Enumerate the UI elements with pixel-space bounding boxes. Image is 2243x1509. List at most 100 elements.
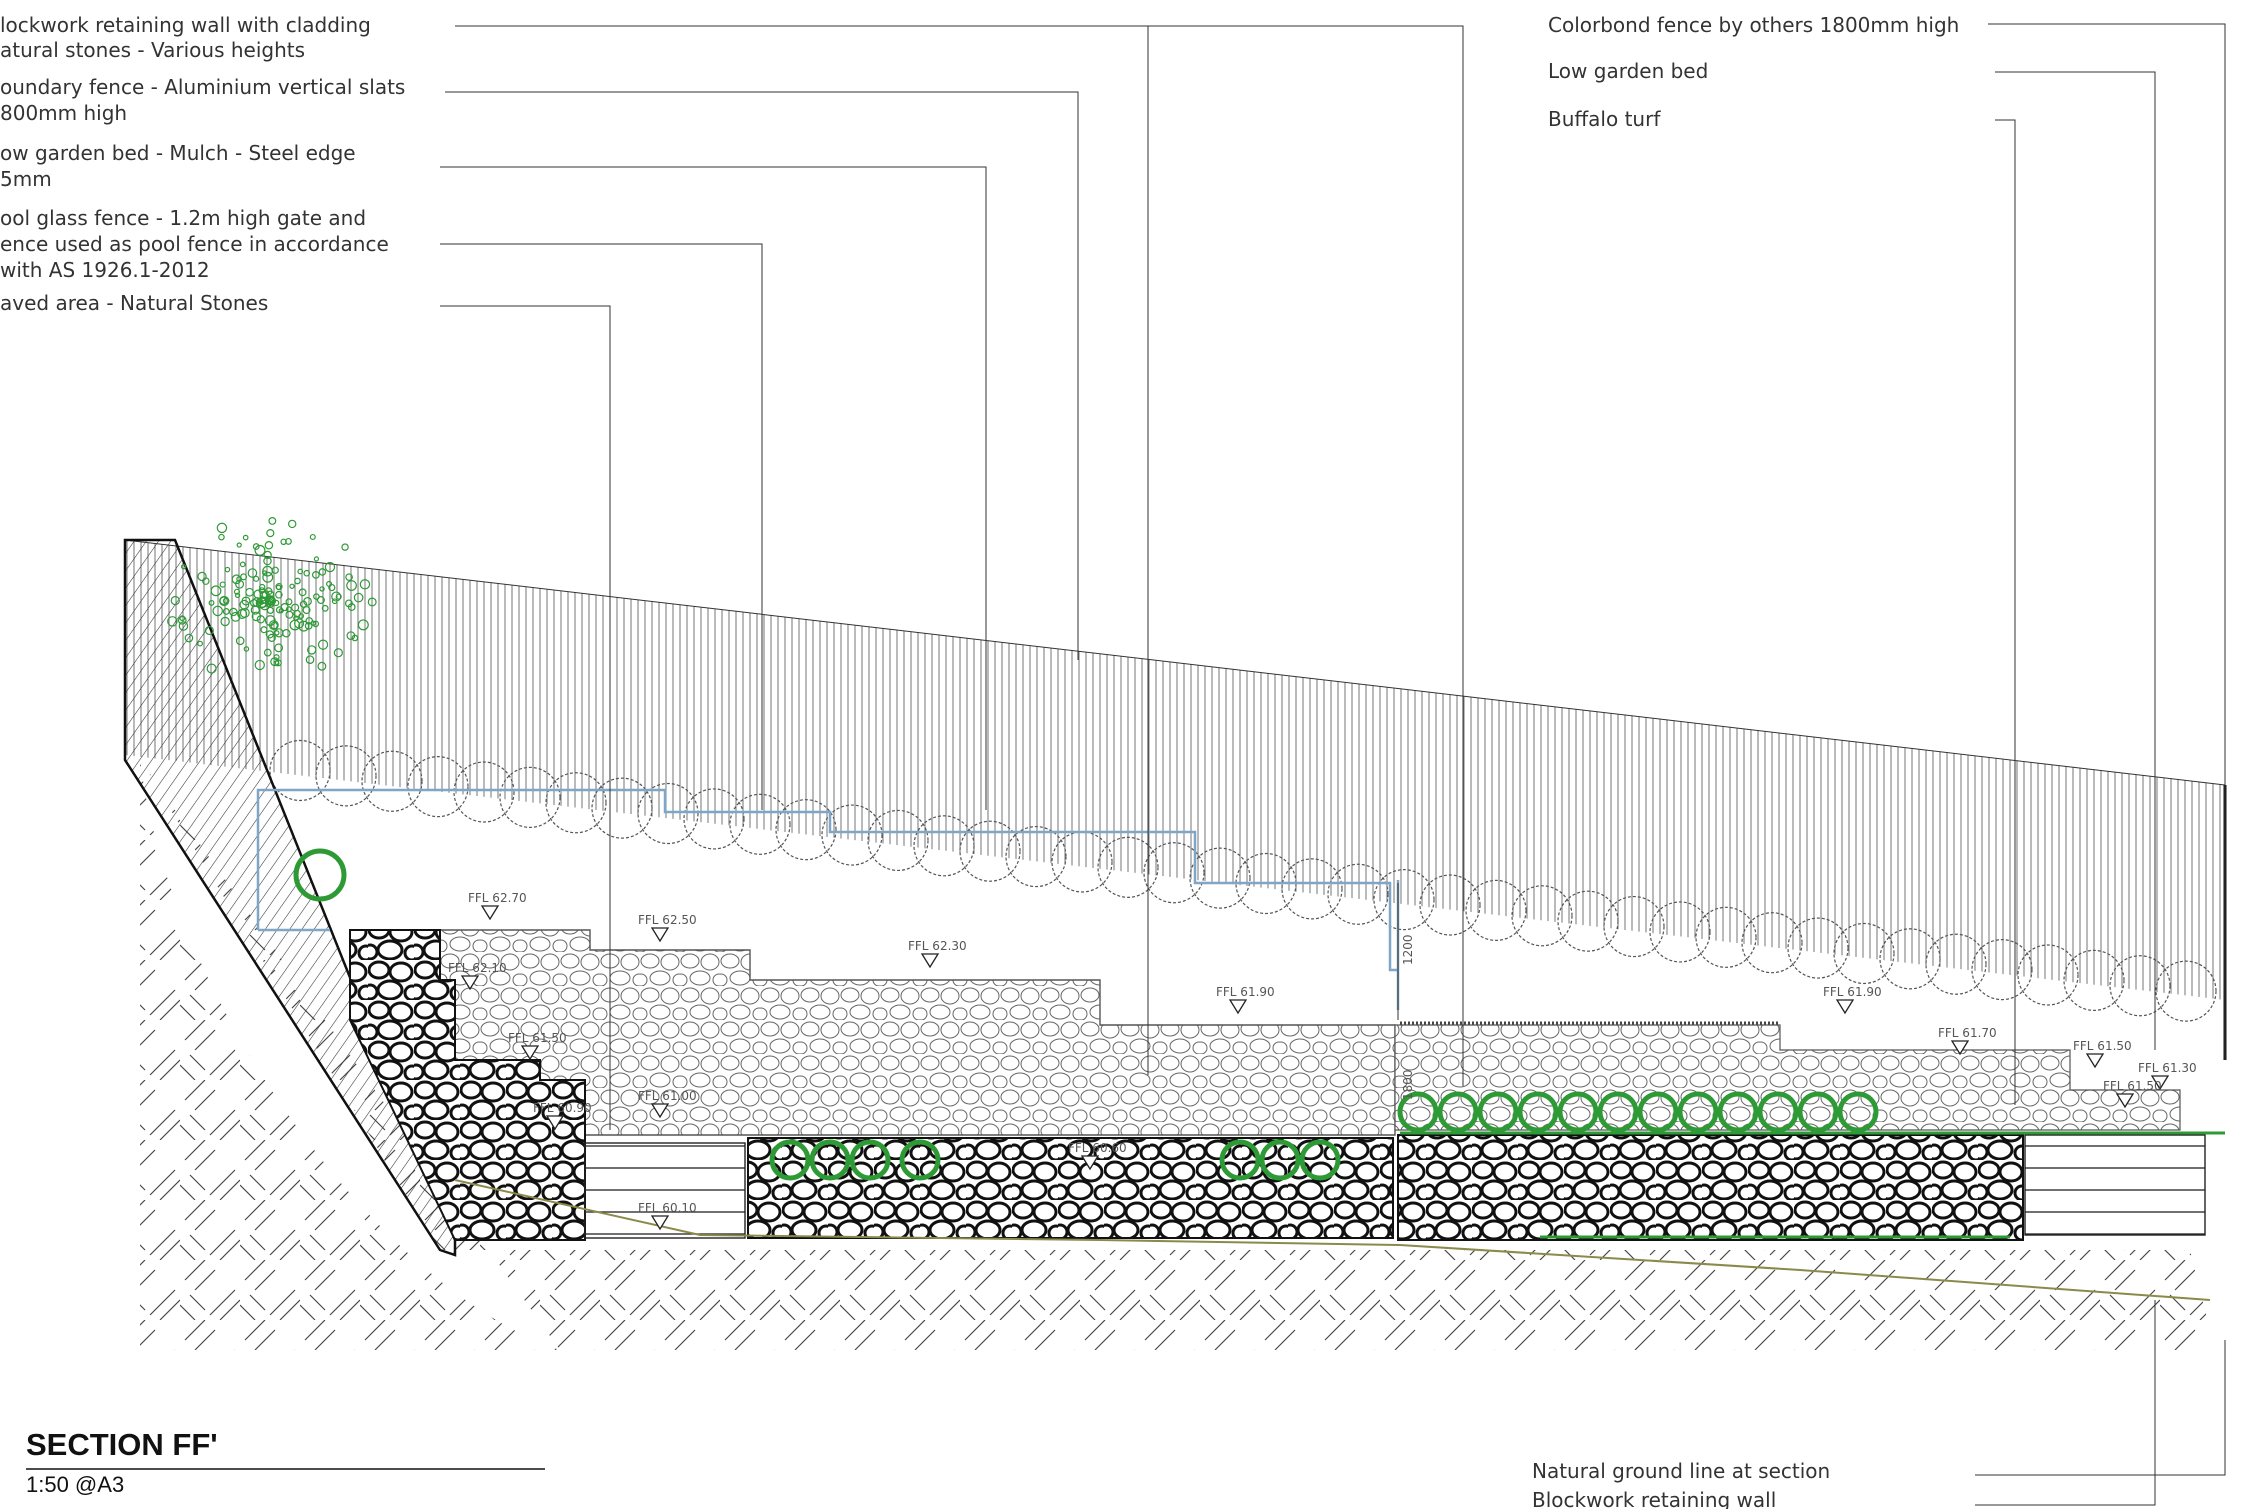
tree-leaf	[235, 579, 245, 589]
level-label: FFL 60.10	[638, 1201, 697, 1215]
shrub-outline	[1373, 869, 1435, 931]
planting-shrub	[1717, 1091, 1759, 1133]
planting-shrub	[899, 1139, 941, 1181]
tree-leaf	[309, 533, 316, 541]
level-triangle	[1950, 1040, 1970, 1056]
tree-leaf	[316, 596, 325, 605]
shrub-outline	[2063, 949, 2125, 1011]
tree-leaf	[252, 543, 260, 550]
shrub-outline	[2017, 944, 2079, 1006]
shrub-outline	[1925, 933, 1987, 995]
tree-leaf	[167, 616, 178, 627]
callout-retaining-wall-line1: lockwork retaining wall with cladding	[0, 13, 371, 37]
tree-leaf	[229, 607, 238, 617]
tree-leaf	[287, 519, 297, 529]
tree-leaf	[275, 606, 284, 614]
tree-leaf	[311, 571, 320, 579]
tree-leaf	[266, 606, 274, 615]
callout-paved-area: aved area - Natural Stones	[0, 291, 268, 315]
planting-shrub	[769, 1139, 811, 1181]
tree-leaf	[262, 571, 274, 583]
tree-leaf	[275, 583, 283, 591]
tree-leaf	[239, 599, 250, 610]
tree-leaf	[303, 569, 311, 577]
planting-shrub	[1757, 1091, 1799, 1133]
pool-glass-fence	[256, 788, 1398, 972]
shrub-outline	[1787, 917, 1849, 979]
tree-leaf	[222, 608, 230, 615]
tree-leaf	[240, 573, 248, 581]
shrub-outline	[637, 782, 699, 845]
tree-leaf	[234, 592, 241, 599]
tree-leaf	[346, 580, 357, 591]
shrub-outline	[315, 745, 377, 807]
tree-leaf	[289, 583, 295, 589]
shrub-outlines	[269, 739, 2217, 1022]
callout-retaining-wall-line2: atural stones - Various heights	[0, 38, 305, 62]
tree-leaf	[302, 606, 311, 615]
tree-leaf	[345, 573, 353, 581]
tree-leaf	[256, 615, 265, 624]
planting-shrub	[1797, 1091, 1839, 1133]
level-label: FFL 62.30	[908, 939, 967, 953]
tree-leaf	[178, 621, 189, 631]
callout-garden-bed-line1: ow garden bed - Mulch - Steel edge	[0, 141, 356, 165]
level-label: FFL 61.90	[1216, 985, 1275, 999]
level-label: FFL 61.50	[508, 1031, 567, 1045]
tree-leaf	[265, 630, 274, 639]
tree-leaf	[275, 590, 283, 599]
tree-leaf	[321, 604, 329, 612]
tree-leaf	[319, 586, 325, 592]
tree-leaf	[285, 610, 294, 619]
shrub-outline	[453, 761, 515, 823]
callout-boundary-fence-line1: oundary fence - Aluminium vertical slats	[0, 75, 405, 99]
tree-leaf	[307, 645, 317, 655]
tree-leaf	[341, 543, 349, 551]
level-triangle	[920, 953, 940, 969]
level-label: FFL 62.50	[638, 913, 697, 927]
tree-leaf	[268, 597, 275, 603]
tree-leaf	[208, 599, 215, 606]
buffalo-turf	[1400, 1021, 2225, 1239]
tree-leaf	[197, 571, 207, 582]
level-label: FFL 61.90	[1823, 985, 1882, 999]
level-triangle	[545, 1115, 565, 1131]
left-retaining-wall	[123, 538, 457, 1257]
shrub-outline	[867, 809, 929, 872]
planting-shrub	[849, 1139, 891, 1181]
tree-leaf	[266, 528, 275, 538]
planting-shrub	[1299, 1139, 1341, 1181]
callout-natural-ground-line: Natural ground line at section	[1532, 1459, 1830, 1483]
tree-leaf	[254, 659, 265, 671]
level-label: FFL 61.50	[2073, 1039, 2132, 1053]
tree-leaf	[197, 640, 203, 647]
level-label: FFL 62.70	[468, 891, 527, 905]
tree-leaf	[239, 561, 246, 568]
tree-leaf	[347, 603, 356, 611]
tree-leaf	[260, 626, 268, 634]
level-triangle	[1228, 999, 1248, 1015]
tree-leaf	[251, 611, 262, 622]
tree-leaf	[353, 592, 364, 603]
tree-leaf	[357, 619, 369, 631]
tree-leaf	[326, 580, 333, 587]
level-label: FFL 61.70	[1938, 1026, 1997, 1040]
leader-lines	[440, 23, 2226, 1506]
tree-leaf	[254, 544, 266, 556]
tree-leaf	[206, 663, 217, 674]
level-label: FFL 61.30	[2138, 1061, 2197, 1075]
level-triangle	[460, 975, 480, 991]
tree-leaf	[294, 577, 301, 585]
tree-leaf	[312, 620, 320, 628]
tree-leaf	[212, 605, 223, 617]
shrub-outline	[1097, 836, 1159, 898]
shrub-outline	[1879, 928, 1941, 990]
shrub-outline	[1511, 885, 1573, 947]
tree-leaf	[266, 590, 275, 599]
shrub-outline	[1649, 901, 1711, 963]
planting-shrub	[1437, 1091, 1479, 1133]
shrub-outline	[821, 804, 883, 866]
planting	[293, 848, 1879, 1181]
tree-leaf	[313, 556, 320, 562]
tree-leaf	[298, 620, 310, 632]
